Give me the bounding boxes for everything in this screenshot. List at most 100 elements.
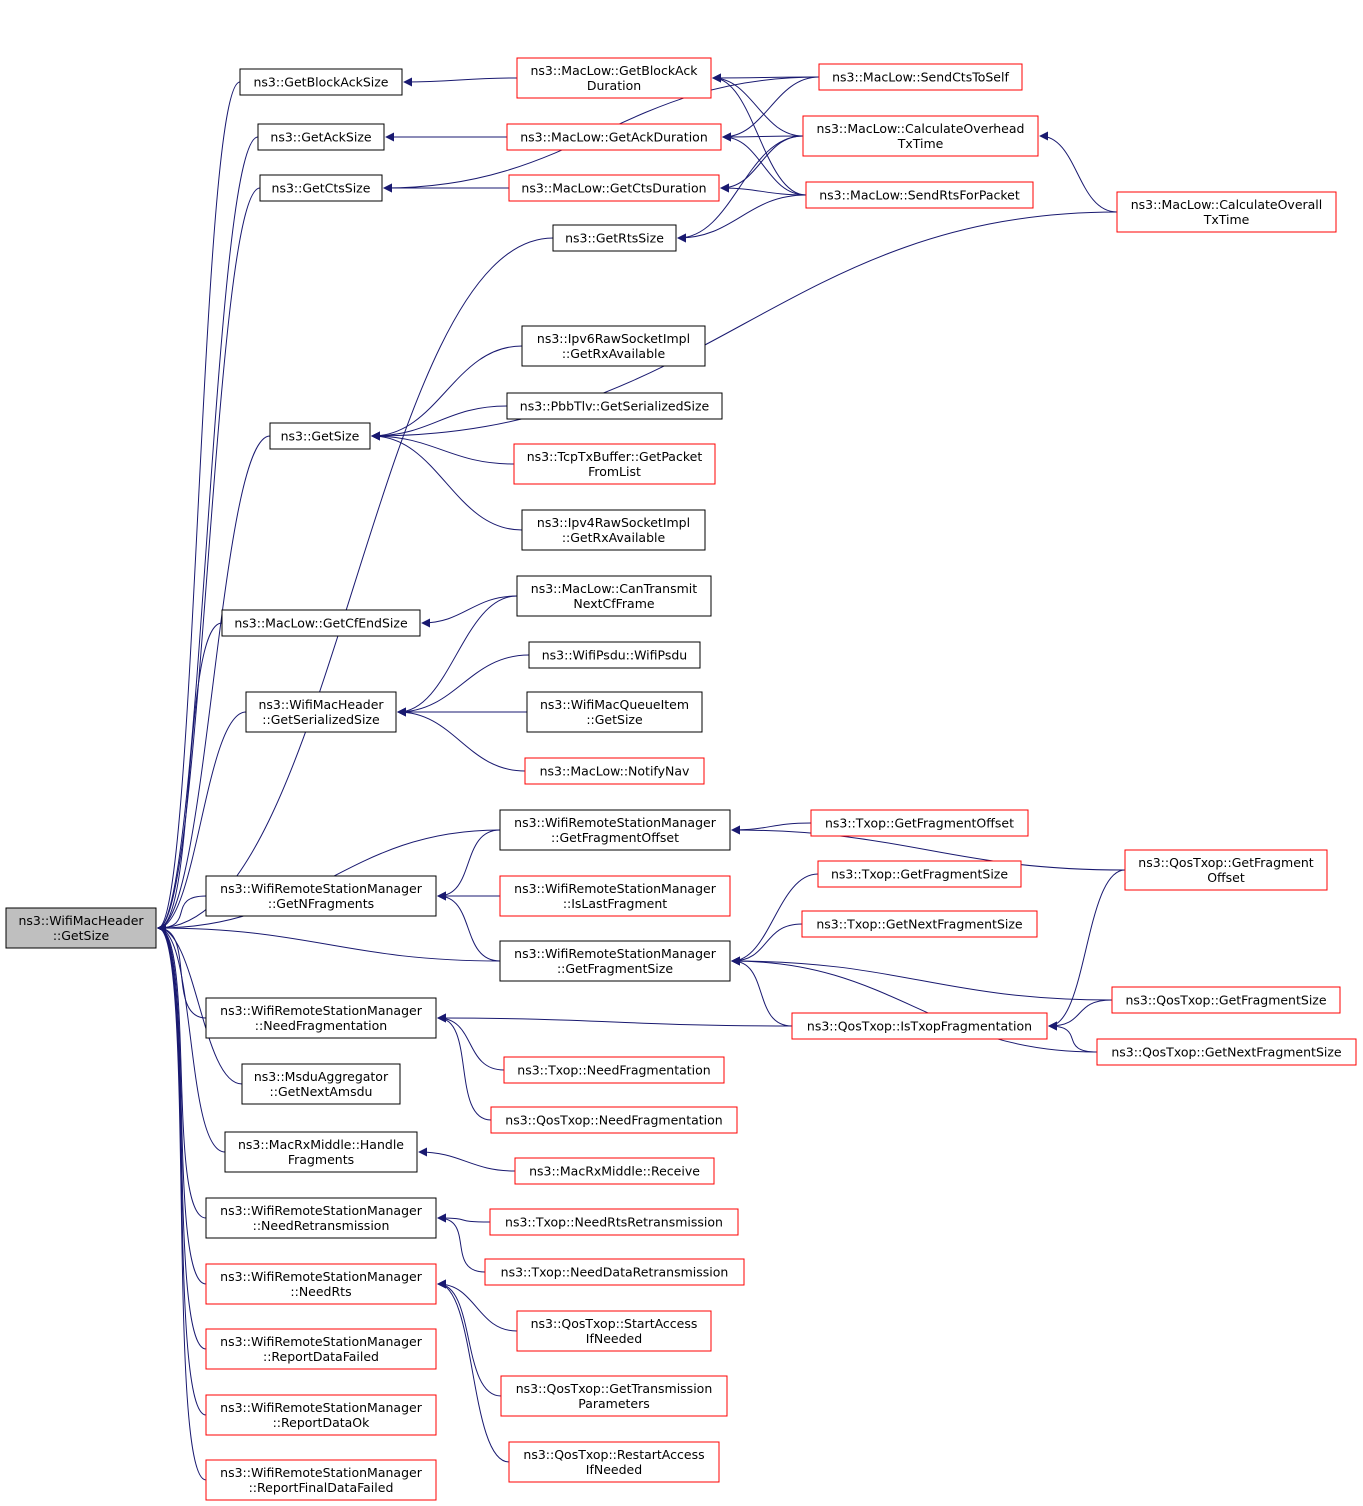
edge-qos-get-frag-off-to-wrsm-get-frag-off [731,825,1126,871]
node-txop-need-rts-retx[interactable]: ns3::Txop::NeedRtsRetransmission [489,1208,739,1236]
node-txop-get-next-frag[interactable]: ns3::Txop::GetNextFragmentSize [801,910,1038,938]
node-label: ns3::Ipv6RawSocketImpl [537,331,690,346]
node-wrsm-need-frag[interactable]: ns3::WifiRemoteStationManager::NeedFragm… [205,997,437,1039]
node-mac-hdr-ser[interactable]: ns3::WifiMacHeader::GetSerializedSize [245,691,397,733]
node-root[interactable]: ns3::WifiMacHeader::GetSize [5,907,157,949]
node-ml-send-rts[interactable]: ns3::MacLow::SendRtsForPacket [805,181,1034,209]
node-qos-need-frag[interactable]: ns3::QosTxop::NeedFragmentation [490,1106,738,1134]
node-box [802,115,1039,157]
edge-ml-send-rts-to-get-rts-size [677,194,807,243]
edge-txop-get-frag-off-to-wrsm-get-frag-off [731,822,812,835]
edge-qos-get-frag-size-to-wrsm-get-frag-size [731,956,1113,1001]
edge-wrsm-get-frag-size-to-wrsm-get-nfrag [437,891,501,962]
node-ml-get-ack-dur[interactable]: ns3::MacLow::GetAckDuration [506,123,722,151]
edge-ml-send-cts-to-self-to-ml-get-ack-dur [722,76,820,142]
node-get-rts-size[interactable]: ns3::GetRtsSize [552,224,677,252]
node-box [484,1258,745,1286]
node-label: ::GetSerializedSize [262,712,380,727]
node-qos-get-frag-off[interactable]: ns3::QosTxop::GetFragmentOffset [1124,849,1328,891]
node-label: ::GetFragmentOffset [551,830,679,845]
node-wrsm-get-frag-off[interactable]: ns3::WifiRemoteStationManager::GetFragme… [499,809,731,851]
node-box [205,1328,437,1370]
node-wifi-psdu[interactable]: ns3::WifiPsdu::WifiPsdu [528,641,701,669]
node-ml-send-cts-to-self[interactable]: ns3::MacLow::SendCtsToSelf [818,63,1023,91]
edge-txop-need-frag-to-wrsm-need-frag [437,1013,505,1071]
node-label: ns3::MsduAggregator [254,1069,389,1084]
node-wrsm-rep-data-failed[interactable]: ns3::WifiRemoteStationManager::ReportDat… [205,1328,437,1370]
edge-txop-get-frag-size-to-wrsm-get-frag-size [731,873,819,966]
node-ml-get-cts-dur[interactable]: ns3::MacLow::GetCtsDuration [508,174,720,202]
node-box [818,63,1023,91]
node-box [503,1056,725,1084]
node-wrsm-get-frag-size[interactable]: ns3::WifiRemoteStationManager::GetFragme… [499,940,731,982]
edge-msdu-agg-to-root [157,923,243,1085]
node-txop-need-frag[interactable]: ns3::Txop::NeedFragmentation [503,1056,725,1084]
node-label: ns3::WifiRemoteStationManager [514,815,717,830]
node-label: ns3::GetRtsSize [565,231,664,246]
node-wrsm-need-retx[interactable]: ns3::WifiRemoteStationManager::NeedRetra… [205,1197,437,1239]
node-qos-get-next-frag[interactable]: ns3::QosTxop::GetNextFragmentSize [1096,1038,1357,1066]
node-label: ns3::MacLow::GetCtsDuration [521,181,706,196]
node-label: Offset [1207,870,1245,885]
node-txop-need-data-retx[interactable]: ns3::Txop::NeedDataRetransmission [484,1258,745,1286]
node-label: ns3::MacLow::GetBlockAck [530,63,698,78]
node-wrsm-get-nfrag[interactable]: ns3::WifiRemoteStationManager::GetNFragm… [205,875,437,917]
node-qos-is-txop-frag[interactable]: ns3::QosTxop::IsTxopFragmentation [791,1012,1048,1040]
edge-qos-get-frag-size-to-qos-is-txop-frag [1048,999,1113,1031]
edge-ml-calc-overhead-to-ml-get-ack-dur [722,132,804,142]
node-wrsm-is-last[interactable]: ns3::WifiRemoteStationManager::IsLastFra… [499,875,731,917]
node-box [205,997,437,1039]
edge-ml-send-rts-to-ml-get-ack-dur [722,132,807,196]
node-label: ns3::MacLow::GetCfEndSize [234,616,408,631]
node-wrsm-need-rts[interactable]: ns3::WifiRemoteStationManager::NeedRts [205,1263,437,1305]
node-label: Parameters [578,1396,650,1411]
node-get-ack-size[interactable]: ns3::GetAckSize [257,123,385,151]
node-rx-middle-receive[interactable]: ns3::MacRxMiddle::Receive [514,1157,715,1185]
node-qos-get-frag-size[interactable]: ns3::QosTxop::GetFragmentSize [1111,986,1341,1014]
node-box [489,1208,739,1236]
edge-qos-need-frag-to-wrsm-need-frag [437,1013,492,1121]
node-label: ns3::Txop::NeedDataRetransmission [501,1265,729,1280]
node-label: ns3::GetAckSize [270,130,371,145]
node-wrsm-rep-final[interactable]: ns3::WifiRemoteStationManager::ReportFin… [205,1459,437,1501]
node-box [205,1459,437,1501]
node-box [801,910,1038,938]
node-label: ns3::QosTxop::NeedFragmentation [505,1113,722,1128]
node-ipv4-raw[interactable]: ns3::Ipv4RawSocketImpl::GetRxAvailable [521,509,706,551]
node-label: ns3::WifiRemoteStationManager [514,946,717,961]
node-box [508,174,720,202]
node-label: ns3::MacLow::SendCtsToSelf [832,70,1009,85]
node-txop-get-frag-off[interactable]: ns3::Txop::GetFragmentOffset [810,809,1029,837]
node-get-cf-end-size[interactable]: ns3::MacLow::GetCfEndSize [221,609,421,637]
edge-get-block-ack-size-to-root [157,81,241,933]
node-label: ::GetNextAmsdu [270,1084,373,1099]
edge-get-cts-size-to-root [157,187,261,933]
node-txop-get-frag-size[interactable]: ns3::Txop::GetFragmentSize [817,860,1022,888]
node-label: ns3::WifiMacHeader [18,913,144,928]
node-get-block-ack-size[interactable]: ns3::GetBlockAckSize [239,68,403,96]
node-ipv6-raw[interactable]: ns3::Ipv6RawSocketImpl::GetRxAvailable [521,325,706,367]
node-pbb-tlv[interactable]: ns3::PbbTlv::GetSerializedSize [506,392,723,420]
node-get-cts-size[interactable]: ns3::GetCtsSize [259,174,383,202]
edge-wrsm-get-frag-size-to-root [157,923,501,962]
edge-wrsm-rep-final-to-root [157,923,207,1481]
node-get-size[interactable]: ns3::GetSize [269,422,371,450]
node-label: TxTime [1203,212,1250,227]
edge-ml-get-block-ack-dur-to-get-block-ack-size [403,77,518,87]
node-msdu-agg[interactable]: ns3::MsduAggregator::GetNextAmsdu [241,1063,401,1105]
node-wrsm-rep-data-ok[interactable]: ns3::WifiRemoteStationManager::ReportDat… [205,1394,437,1436]
node-queue-item[interactable]: ns3::WifiMacQueueItem::GetSize [526,691,703,733]
edge-qos-start-access-to-wrsm-need-rts [437,1279,518,1332]
node-label: ns3::WifiRemoteStationManager [220,1203,423,1218]
node-ml-notify-nav[interactable]: ns3::MacLow::NotifyNav [524,757,705,785]
node-box [499,875,731,917]
